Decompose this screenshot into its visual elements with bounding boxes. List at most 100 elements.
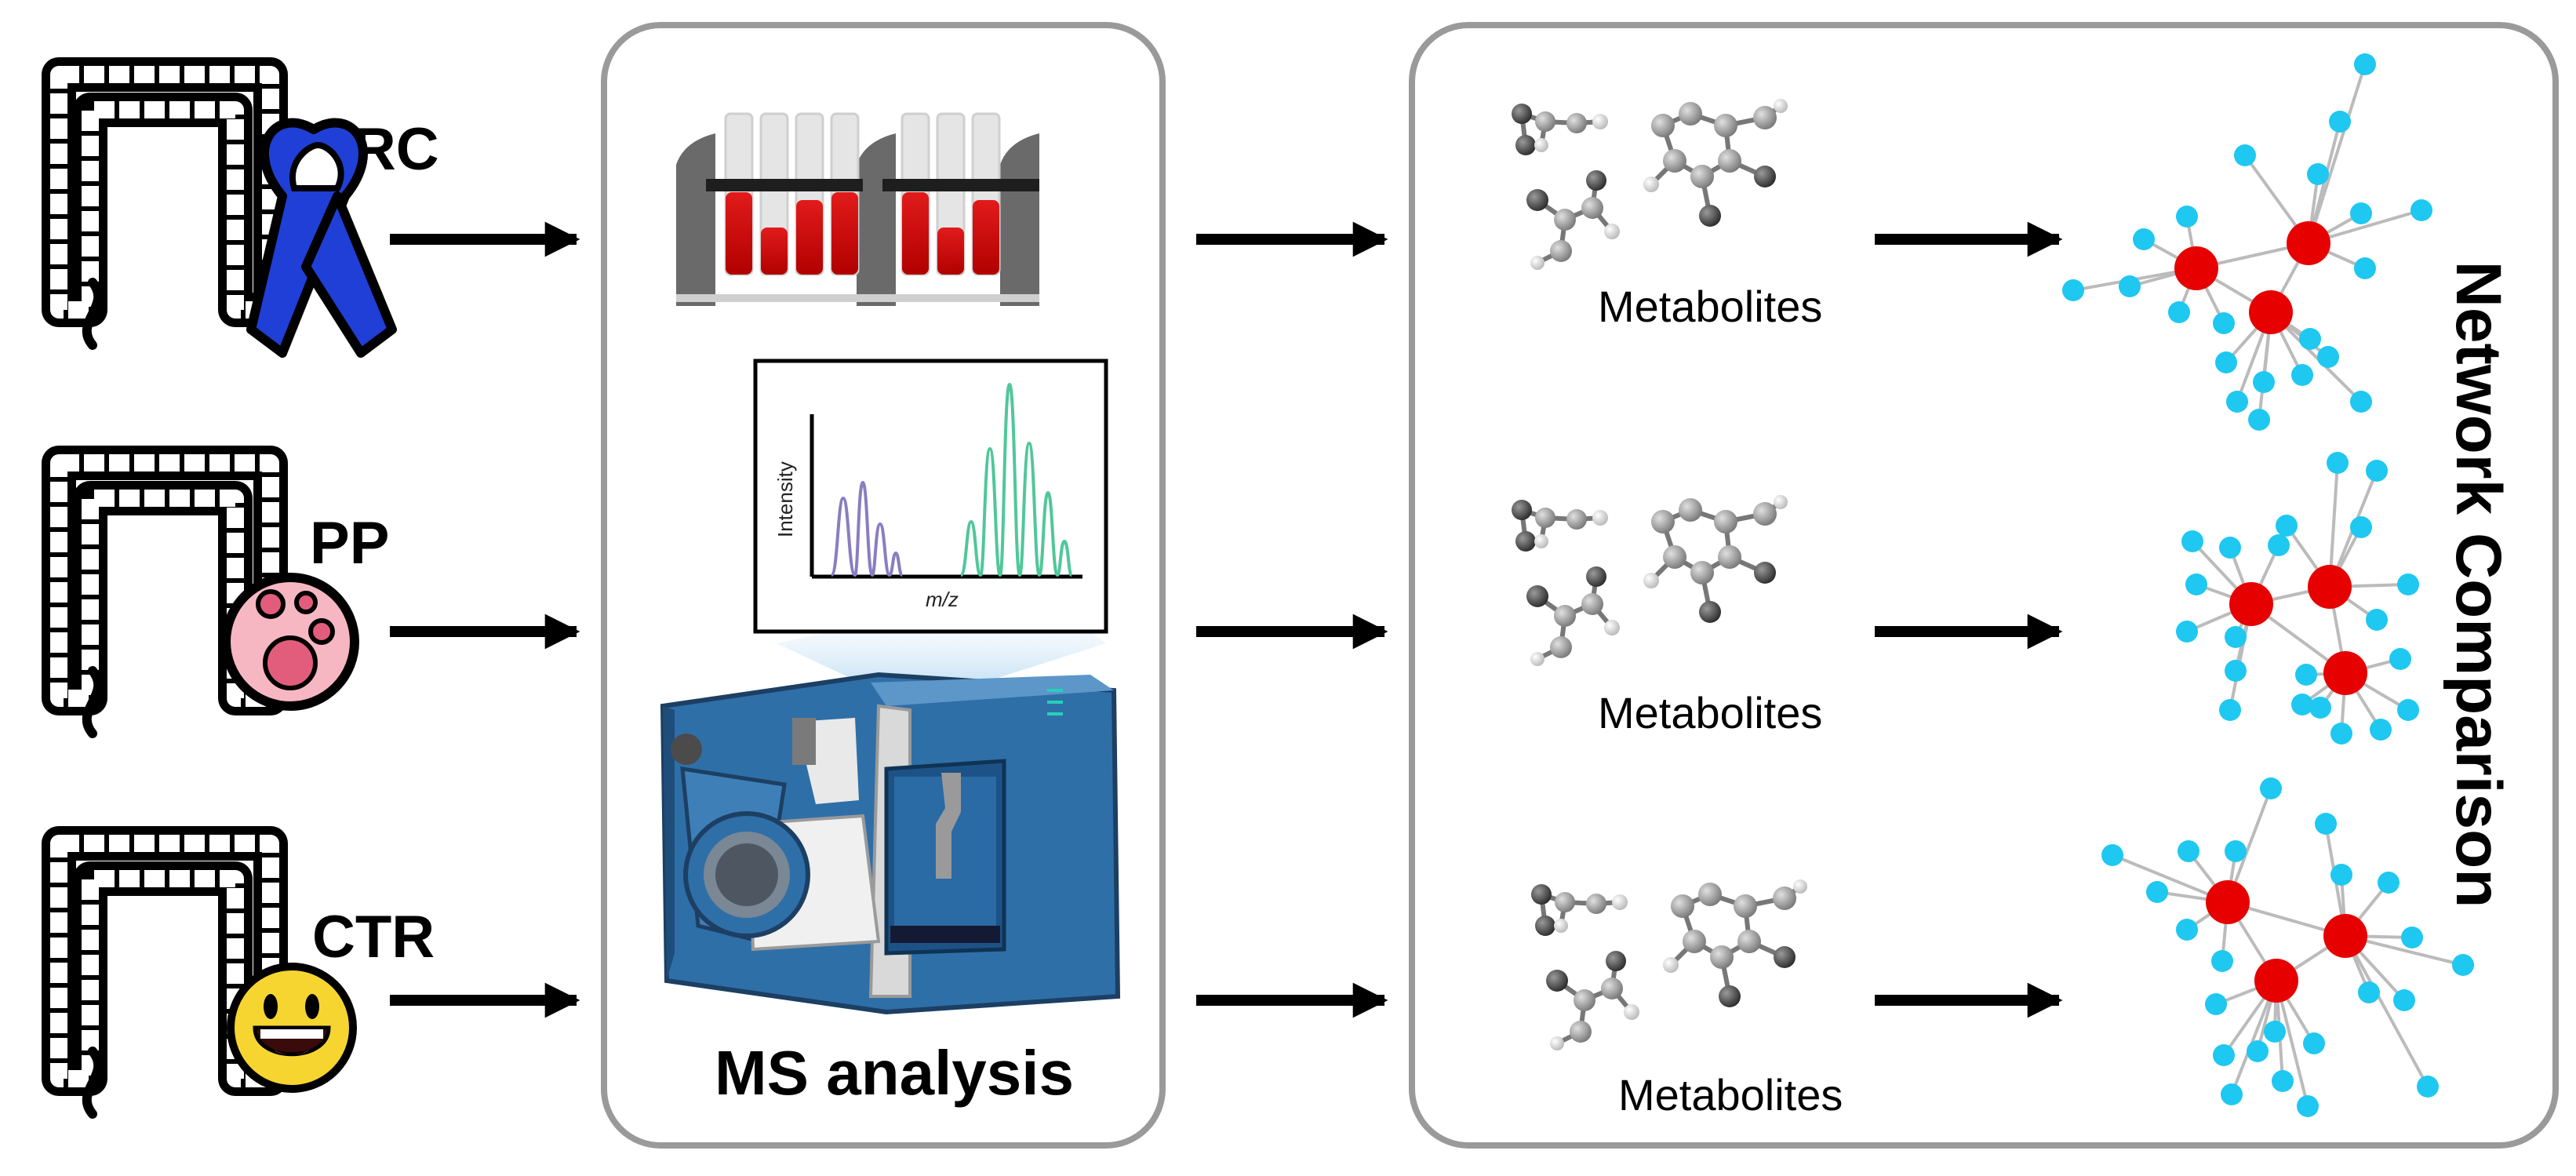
hub-node [2206,880,2250,924]
leaf-node [2303,1032,2325,1054]
leaf-node [2401,927,2423,948]
leaf-node [2295,664,2317,686]
leaf-node [2213,1044,2235,1066]
leaf-node [2358,981,2380,1003]
colon-icon [59,75,271,345]
leaf-node [2272,1070,2294,1092]
leaf-node [2350,202,2372,224]
leaf-node [2350,516,2372,538]
metabolites-row-2: Metabolites [1512,495,1822,737]
leaf-node [2389,648,2411,670]
leaf-node [2215,351,2237,373]
leaf-node [2307,163,2329,185]
leaf-node [2253,371,2275,393]
x-axis-label: m/z [926,588,959,611]
arrows-to-ms [390,221,580,1018]
network-pp [2176,452,2419,745]
metabolites-label: Metabolites [1598,282,1822,331]
arrows-to-metabolites [1196,221,1388,1018]
network-crc [2062,53,2432,431]
leaf-node [2225,660,2247,682]
leaf-node [2452,954,2474,976]
metabolites-row-3: Metabolites [1531,879,1843,1120]
leaf-node [2393,989,2415,1011]
leaf-node [2366,460,2388,482]
group-label-pp: PP [310,510,389,577]
leaf-node [2291,694,2313,715]
leaf-node [2350,391,2372,413]
leaf-node [2225,840,2247,862]
leaf-node [2176,919,2198,941]
leaf-node [2260,777,2282,799]
leaf-node [2317,346,2339,368]
leaf-node [2354,257,2376,279]
leaf-node [2146,881,2168,903]
network-edge [2307,64,2367,244]
leaf-node [2378,872,2400,894]
hub-node [2174,246,2218,290]
mass-spectrum-plot: Intensity m/z [753,359,1108,706]
leaf-node [2101,844,2123,866]
mass-spectrometer-icon [660,672,1121,1015]
leaf-node [2417,1076,2439,1098]
hub-node [2254,959,2298,1003]
pp-group: PP [59,463,389,734]
leaf-node [2291,364,2313,386]
network-edge [2344,935,2429,1087]
colon-icon [59,843,271,1114]
leaf-node [2354,53,2376,75]
leaf-node [2330,723,2352,745]
leaf-node [2176,621,2198,643]
metabolites-label: Metabolites [1598,688,1822,737]
leaf-node [2185,573,2207,595]
spectrum-peaks-right [959,382,1073,577]
blood-tubes-icon [676,112,1039,306]
leaf-node [2062,279,2084,301]
leaf-node [2330,864,2352,886]
leaf-node [2309,697,2331,719]
metabolites-label: Metabolites [1618,1070,1843,1120]
leaf-node [2119,275,2141,297]
ctr-group: CTR [59,843,435,1114]
smiley-icon [227,963,357,1093]
ribbon-icon [246,118,397,358]
hub-node [2323,651,2367,695]
leaf-node [2248,409,2270,431]
leaf-node [2247,1040,2269,1062]
leaf-node [2226,391,2248,413]
leaf-node [2168,301,2190,323]
crc-group: CRC [59,75,439,353]
leaf-node [2370,719,2392,741]
leaf-node [2133,228,2155,250]
leaf-node [2181,530,2203,552]
spectrum-peaks-left [830,480,904,577]
leaf-node [2225,626,2247,648]
ms-analysis-title: MS analysis [715,1038,1074,1108]
hub-node [2323,914,2367,958]
leaf-node [2221,1083,2243,1105]
polyp-icon [221,573,359,711]
y-axis-label: Intensity [773,461,797,537]
metabolites-row-1: Metabolites [1512,99,1822,331]
leaf-node [2234,144,2256,166]
leaf-node [2297,1095,2319,1117]
leaf-node [2178,840,2199,862]
leaf-node [2276,515,2298,537]
hub-node [2249,290,2293,334]
hub-node [2229,582,2273,626]
hub-node [2308,565,2352,609]
leaf-node [2219,537,2241,559]
leaf-node [2327,452,2349,474]
leaf-node [2268,534,2290,556]
leaf-node [2397,699,2419,721]
leaf-node [2211,950,2233,972]
network-ctr [2101,777,2474,1117]
leaf-node [2410,199,2432,221]
network-comparison-title: Network Comparison [2443,261,2514,908]
leaf-node [2329,111,2351,133]
group-label-ctr: CTR [312,904,435,970]
leaf-node [2397,573,2419,595]
leaf-node [2315,813,2337,835]
leaf-node [2213,312,2235,334]
